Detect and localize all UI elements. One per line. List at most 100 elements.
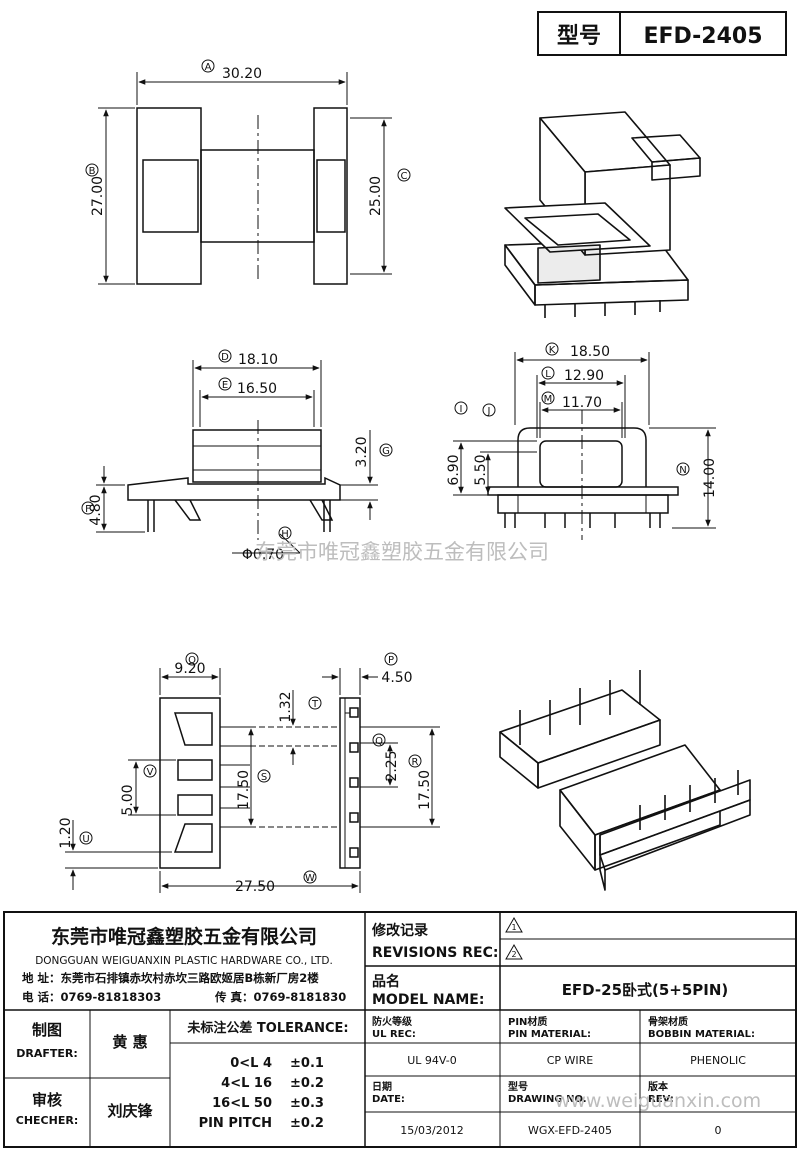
drafter-label-cn: 制图 xyxy=(32,1021,62,1039)
dim-b: B 27.00 xyxy=(85,163,106,216)
drafter-name: 黄 惠 xyxy=(112,1033,147,1051)
dim-f: F 4.80 xyxy=(81,494,104,526)
dim-l: L 12.90 xyxy=(541,366,604,384)
dim-n-circle: N xyxy=(679,465,686,476)
drawing-no-value: WGX-EFD-2405 xyxy=(528,1124,612,1137)
dim-w-value: 27.50 xyxy=(235,879,275,895)
tolerance-range-2: 4<L 16 xyxy=(221,1076,272,1091)
bottom-view xyxy=(65,668,440,893)
dim-l-circle: L xyxy=(545,369,551,380)
rev-value: 0 xyxy=(715,1124,722,1137)
dim-k-circle: K xyxy=(549,345,556,356)
revision-mark-1: 1 xyxy=(511,923,516,932)
dim-d-value: 18.10 xyxy=(238,352,278,368)
title-block-text: 东莞市唯冠鑫塑胶五金有限公司 DONGGUAN WEIGUANXIN PLAST… xyxy=(16,922,755,1137)
drawing-no-label-cn: 型号 xyxy=(508,1080,528,1093)
ul-value: UL 94V-0 xyxy=(407,1054,457,1067)
dim-o-circle: O xyxy=(188,655,196,666)
dim-w: W 27.50 xyxy=(235,870,317,895)
dim-q-value: 2.25 xyxy=(384,750,400,781)
dim-s-circle: S xyxy=(261,772,267,783)
dim-a: A 30.20 xyxy=(201,59,262,82)
dim-n-value: 14.00 xyxy=(702,458,718,498)
model-name-label-cn: 品名 xyxy=(372,973,400,990)
dim-k-value: 18.50 xyxy=(570,344,610,360)
dim-h-circle: H xyxy=(281,529,289,540)
watermark-url: www.weiguanxin.com xyxy=(555,1090,761,1112)
dim-g-value: 3.20 xyxy=(354,436,370,467)
pin-material-value: CP WIRE xyxy=(547,1054,594,1067)
tolerance-value-2: ±0.2 xyxy=(290,1076,324,1091)
header-model-label: 型号 xyxy=(557,24,601,49)
dim-a-circle: A xyxy=(205,62,212,73)
drafter-label-en: DRAFTER: xyxy=(16,1047,78,1060)
dim-q-circle: Q xyxy=(375,736,383,747)
model-name-label-en: MODEL NAME: xyxy=(372,992,484,1008)
tolerance-range-3: 16<L 50 xyxy=(212,1096,272,1111)
drawing-no-label-en: DRAWING NO. xyxy=(508,1094,587,1105)
iso-view-top xyxy=(504,111,701,318)
dim-c-value: 25.00 xyxy=(368,176,384,216)
dim-k: K 18.50 xyxy=(545,342,610,360)
dim-t: T 1.32 xyxy=(278,691,322,723)
header-model-value: EFD-2405 xyxy=(643,24,762,49)
pin-material-label-en: PIN MATERIAL: xyxy=(508,1029,591,1040)
company-phone: 电 话：0769-81818303 xyxy=(22,990,161,1004)
iso-view-bottom xyxy=(499,670,751,891)
tolerance-value-4: ±0.2 xyxy=(290,1116,324,1131)
dim-m-circle: M xyxy=(544,394,553,405)
dim-i-circle: I xyxy=(460,404,463,415)
dim-w-circle: W xyxy=(305,873,315,884)
title-block xyxy=(3,911,797,1148)
dim-q: Q 2.25 xyxy=(372,733,400,782)
dim-c-circle: C xyxy=(401,171,408,182)
dim-m-value: 11.70 xyxy=(562,395,602,411)
bobbin-material-label-en: BOBBIN MATERIAL: xyxy=(648,1029,755,1040)
dim-v-value: 5.00 xyxy=(120,784,136,815)
dim-s-value: 17.50 xyxy=(236,770,252,810)
dim-b-circle: B xyxy=(89,166,96,177)
side-view xyxy=(453,352,716,540)
dim-i-value: 6.90 xyxy=(446,454,462,485)
dim-r-circle: R xyxy=(412,757,419,768)
dim-u-value: 1.20 xyxy=(58,817,74,848)
date-value: 15/03/2012 xyxy=(400,1124,463,1137)
ul-label-cn: 防火等级 xyxy=(372,1015,413,1028)
date-label-cn: 日期 xyxy=(372,1080,392,1093)
dim-r-value: 17.50 xyxy=(417,770,433,810)
dim-u-circle: U xyxy=(82,834,89,845)
dim-f-circle: F xyxy=(85,504,91,515)
company-name-cn: 东莞市唯冠鑫塑胶五金有限公司 xyxy=(51,925,317,948)
checker-label-cn: 审核 xyxy=(32,1091,62,1109)
dim-m: M 11.70 xyxy=(541,391,602,411)
dim-t-circle: T xyxy=(311,699,319,710)
rev-label-cn: 版本 xyxy=(648,1080,669,1093)
dim-e-circle: E xyxy=(222,380,228,391)
watermark-company: 东莞市唯冠鑫塑胶五金有限公司 xyxy=(255,540,549,564)
dim-o-value: 9.20 xyxy=(174,661,205,677)
rev-label-en: REV: xyxy=(648,1094,674,1105)
company-fax: 传 真：0769-8181830 xyxy=(214,990,346,1004)
company-name-en: DONGGUAN WEIGUANXIN PLASTIC HARDWARE CO.… xyxy=(35,955,333,967)
dim-n: N 14.00 xyxy=(676,458,718,498)
dim-d: D 18.10 xyxy=(218,349,278,368)
dim-j-value: 5.50 xyxy=(473,454,489,485)
tolerance-range-4: PIN PITCH xyxy=(199,1116,272,1131)
ul-label-en: UL REC: xyxy=(372,1029,416,1040)
tolerance-title: 未标注公差 TOLERANCE: xyxy=(186,1020,348,1036)
checker-name: 刘庆锋 xyxy=(107,1102,153,1120)
dim-i: I 6.90 xyxy=(446,401,468,486)
bobbin-material-label-cn: 骨架材质 xyxy=(648,1015,688,1028)
revisions-label-cn: 修改记录 xyxy=(371,922,428,939)
company-address: 地 址：东莞市石排镇赤坎村赤坎三路欧姬居B栋新厂房2楼 xyxy=(22,971,319,985)
dim-f-value: 4.80 xyxy=(88,494,104,525)
model-name-value: EFD-25卧式(5+5PIN) xyxy=(562,981,729,999)
dim-t-value: 1.32 xyxy=(278,691,294,722)
dim-d-circle: D xyxy=(221,352,229,363)
revision-mark-2: 2 xyxy=(511,950,516,959)
dim-j: J 5.50 xyxy=(473,403,496,486)
dim-v: V 5.00 xyxy=(120,764,157,816)
top-view xyxy=(98,72,392,285)
dim-l-value: 12.90 xyxy=(564,368,604,384)
dim-b-value: 27.00 xyxy=(90,176,106,216)
